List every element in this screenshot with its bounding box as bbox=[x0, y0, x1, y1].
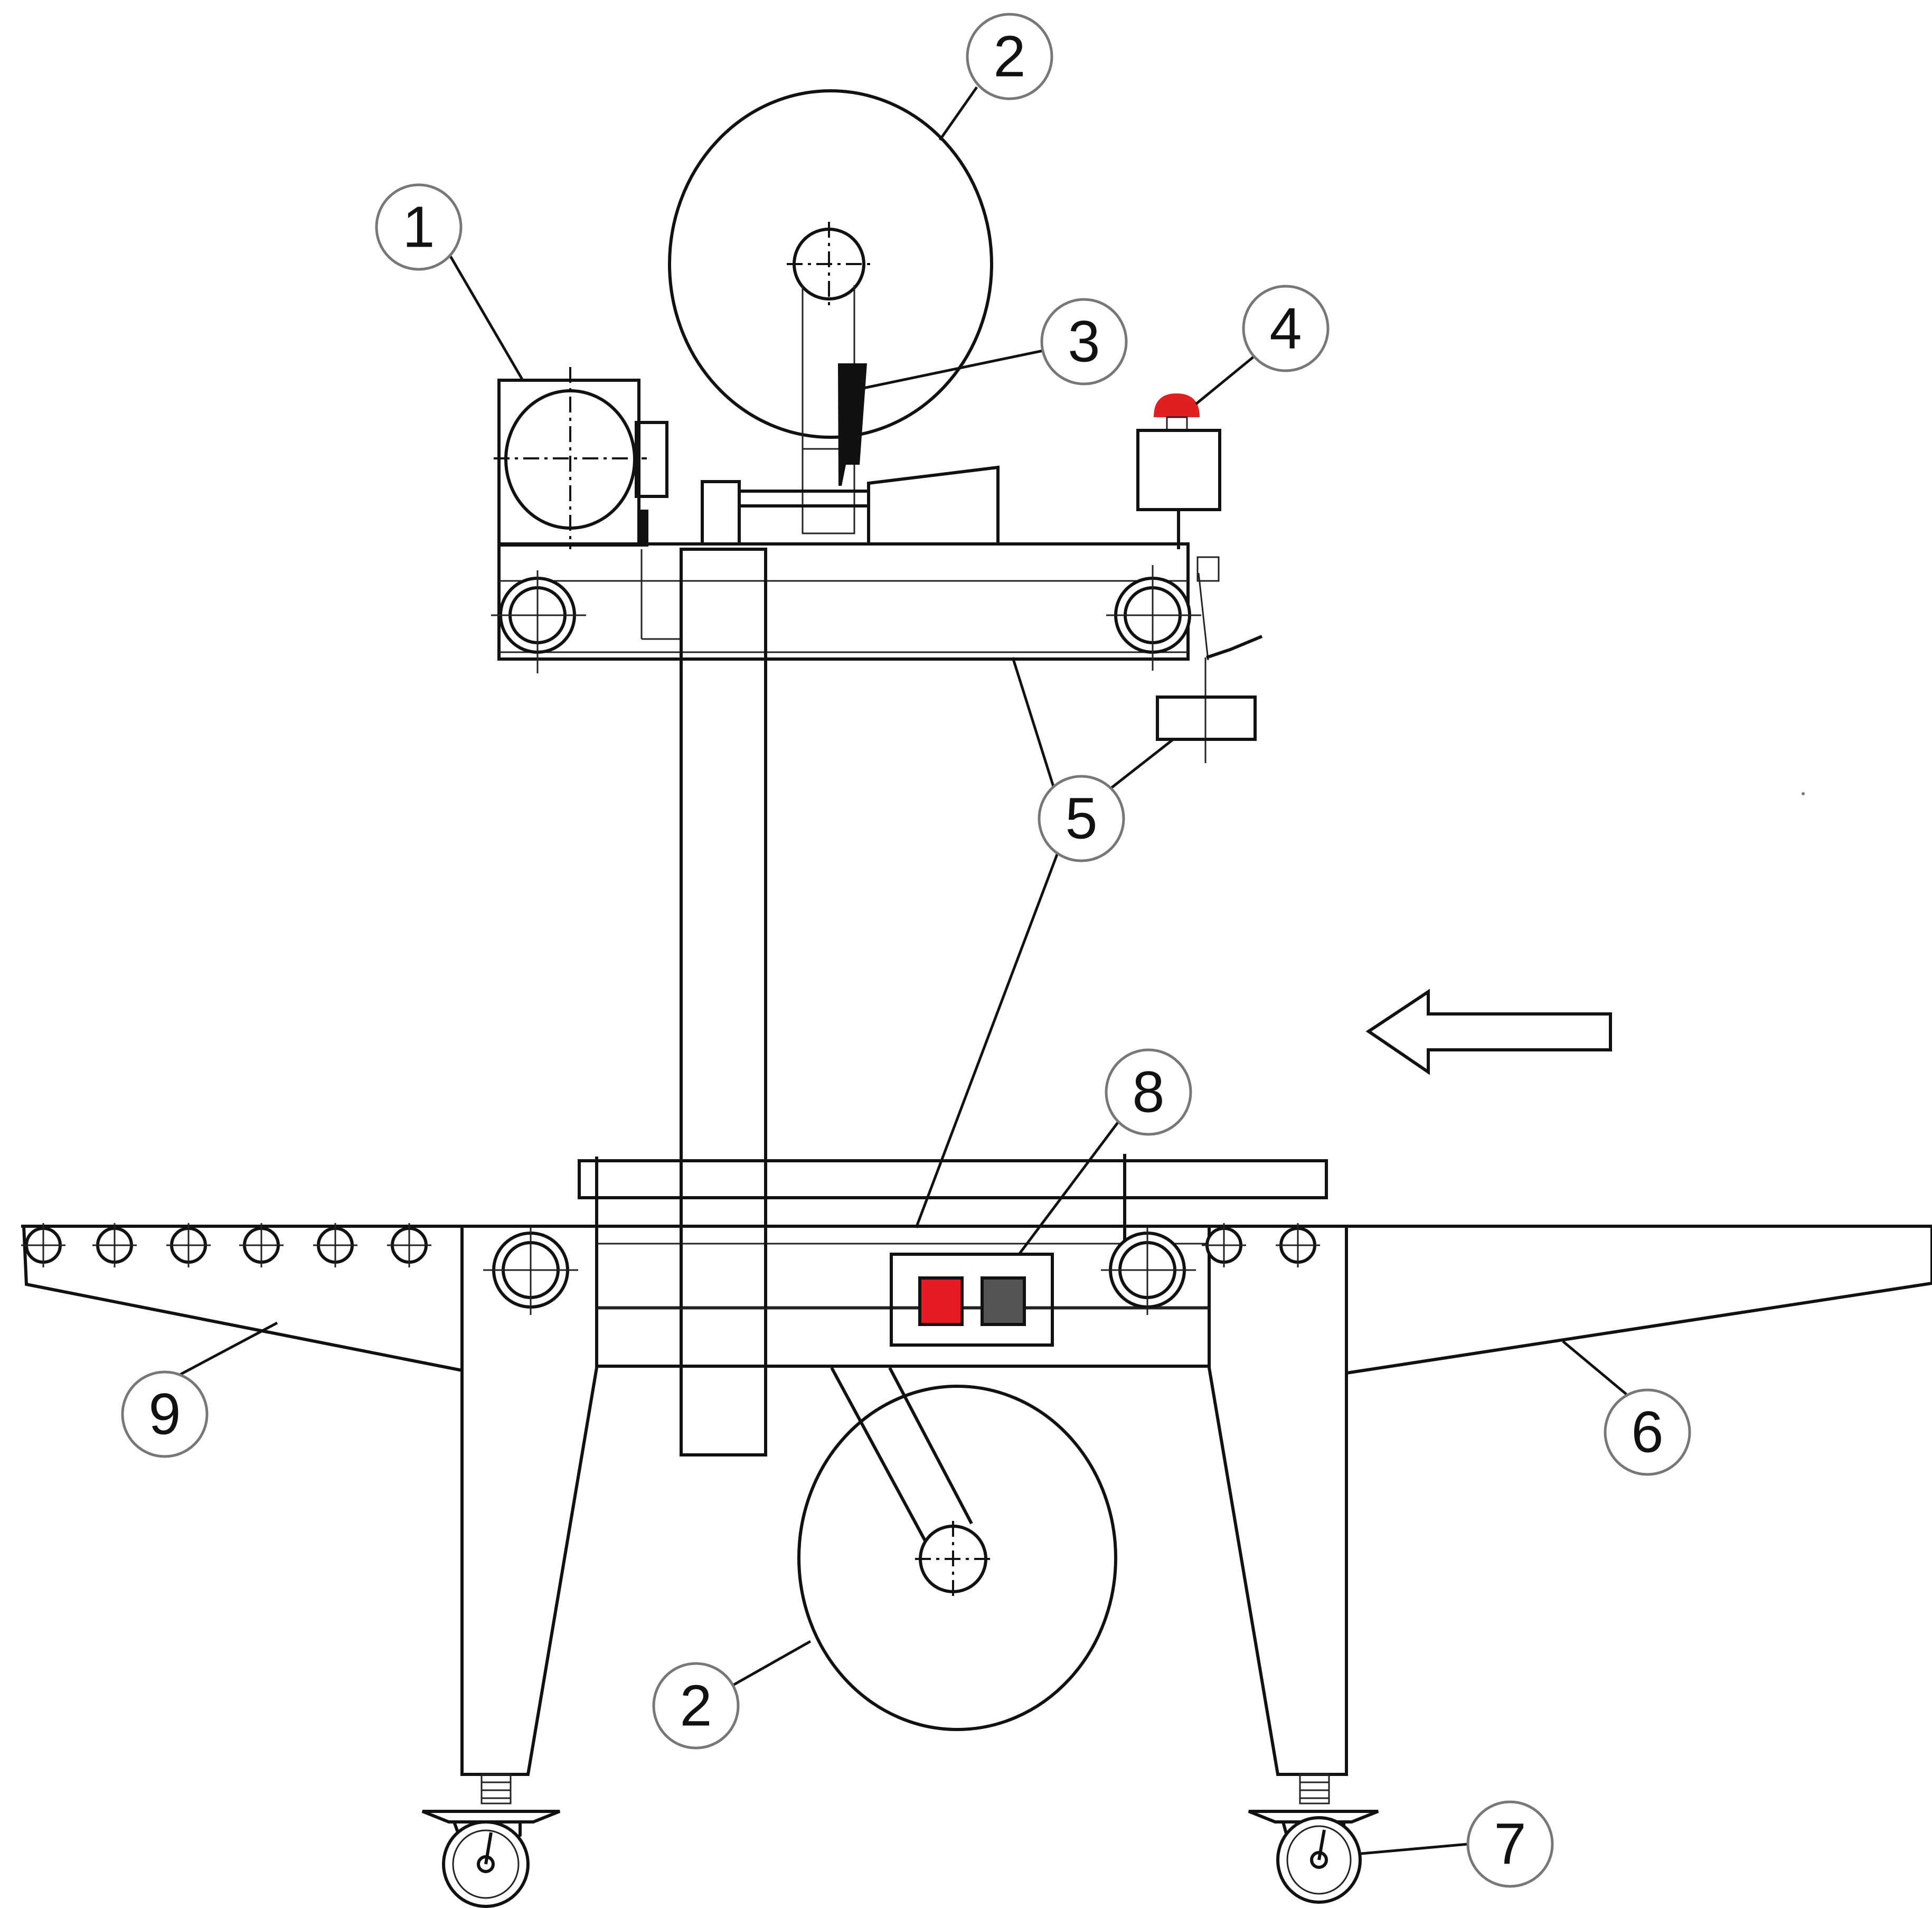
callout-5: 5 bbox=[1038, 775, 1125, 862]
callout-7: 7 bbox=[1466, 1800, 1554, 1888]
emergency-stop bbox=[1136, 393, 1221, 549]
top-drive-belt-unit bbox=[491, 542, 1263, 763]
guide-block bbox=[1156, 695, 1257, 741]
callout-4-label: 4 bbox=[1269, 296, 1302, 361]
support-column bbox=[680, 548, 767, 1456]
main-table bbox=[21, 1154, 1932, 1776]
motor-housing bbox=[497, 379, 640, 547]
left-arrow-icon bbox=[1365, 989, 1612, 1075]
callout-2-top: 2 bbox=[966, 13, 1053, 100]
side-guide-rail bbox=[578, 1159, 1328, 1199]
callout-3-label: 3 bbox=[1068, 309, 1100, 374]
callout-2-top-label: 2 bbox=[993, 24, 1025, 89]
top-tape-roll-disc bbox=[668, 89, 993, 439]
left-leg bbox=[460, 1225, 598, 1776]
control-panel bbox=[890, 1253, 1054, 1347]
top-belt-right-roller bbox=[1106, 565, 1201, 671]
top-tape-roll bbox=[668, 89, 993, 534]
callout-4: 4 bbox=[1242, 285, 1330, 372]
bottom-tape-roll-disc bbox=[797, 1385, 1117, 1731]
emergency-stop-icon[interactable] bbox=[1154, 393, 1200, 417]
callout-6: 6 bbox=[1604, 1388, 1691, 1476]
bottom-tape-roll bbox=[797, 1367, 1117, 1731]
right-leg bbox=[1208, 1225, 1348, 1776]
infeed-table bbox=[1345, 1225, 1932, 1375]
callout-9: 9 bbox=[121, 1370, 209, 1458]
callout-7-label: 7 bbox=[1494, 1812, 1526, 1877]
control-panel-box bbox=[890, 1253, 1054, 1347]
bottom-belt-right-roller bbox=[1101, 1225, 1196, 1315]
outfeed-rollers bbox=[21, 1223, 1320, 1267]
top-belt-left-roller bbox=[491, 570, 586, 673]
emergency-stop-box bbox=[1136, 429, 1221, 511]
left-caster bbox=[421, 1773, 561, 1908]
motor bbox=[494, 367, 668, 549]
leader-lines bbox=[160, 86, 1627, 1855]
callout-2-bottom-label: 2 bbox=[680, 1674, 712, 1738]
callout-8-label: 8 bbox=[1132, 1060, 1164, 1125]
callout-6-label: 6 bbox=[1631, 1400, 1663, 1465]
callout-8: 8 bbox=[1105, 1048, 1192, 1136]
cutter-blade bbox=[701, 363, 1000, 546]
callout-9-label: 9 bbox=[148, 1382, 181, 1447]
callout-5-label: 5 bbox=[1065, 786, 1097, 851]
callout-1-label: 1 bbox=[402, 195, 435, 260]
bottom-belt-left-roller bbox=[483, 1225, 578, 1315]
outfeed-roller-conveyor bbox=[22, 1225, 464, 1373]
callout-3: 3 bbox=[1040, 298, 1128, 386]
right-caster bbox=[1248, 1773, 1379, 1904]
start-button[interactable] bbox=[918, 1276, 964, 1326]
callout-1: 1 bbox=[375, 183, 463, 271]
stop-button[interactable] bbox=[981, 1276, 1026, 1326]
callout-2-bottom: 2 bbox=[652, 1662, 740, 1750]
